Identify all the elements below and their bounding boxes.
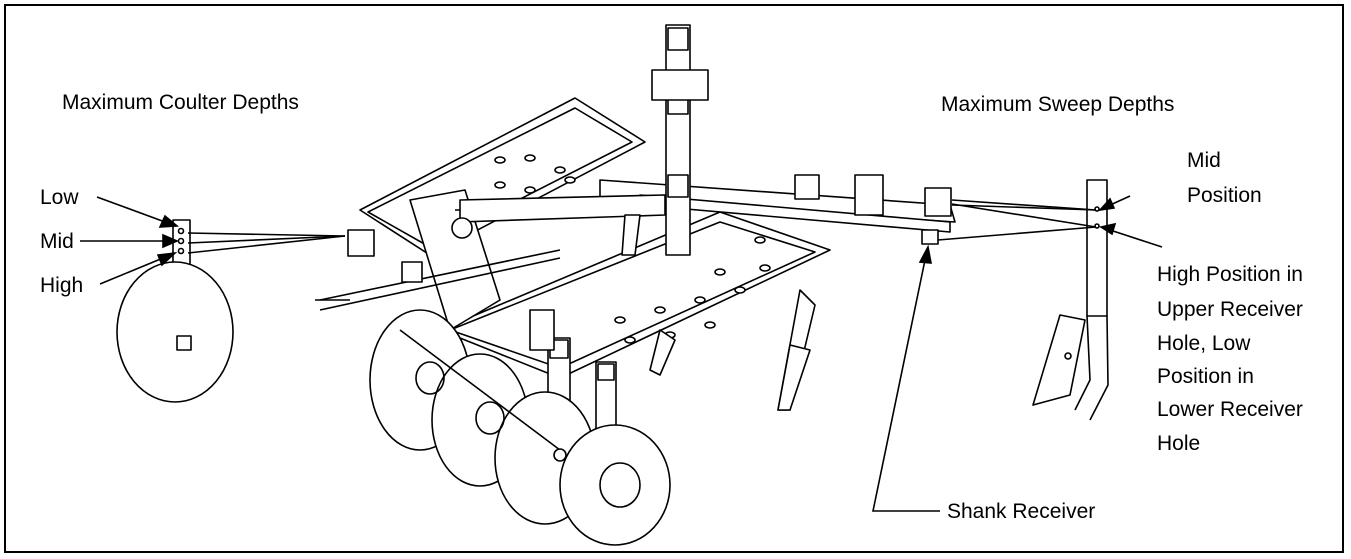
high-low-position-line1: High Position in [1157, 263, 1303, 286]
mid-position-arrowhead [1097, 197, 1116, 212]
low-arrowhead [158, 214, 180, 228]
mid-label: Mid [40, 230, 74, 253]
high-low-position-line3: Hole, Low [1157, 332, 1251, 355]
high-low-position-line5: Lower Receiver [1157, 398, 1303, 421]
sweep-depths-title: Maximum Sweep Depths [941, 93, 1175, 116]
high-leader [99, 257, 164, 285]
implement-frame-illustration [315, 24, 956, 479]
high-position-arrowhead [1098, 222, 1117, 236]
high-low-position-line2: Upper Receiver [1157, 298, 1303, 321]
high-label: High [40, 274, 84, 297]
high-low-position-line4: Position in [1157, 365, 1254, 388]
high-position-leader [1109, 229, 1163, 248]
shank-receiver-leader [872, 259, 940, 512]
low-label: Low [40, 186, 79, 209]
shank-receiver-label: Shank Receiver [947, 500, 1096, 523]
mid-arrowhead [162, 233, 180, 249]
disc-gang-illustration [369, 309, 671, 546]
sweep-shank-illustration [1032, 179, 1109, 421]
high-arrowhead [156, 251, 178, 267]
coulter-depths-title: Maximum Coulter Depths [62, 91, 299, 114]
high-low-position-line6: Hole [1157, 432, 1201, 455]
shank-receiver-arrowhead [918, 244, 932, 264]
mid-position-label-line1: Mid [1187, 149, 1221, 172]
mid-position-label-line2: Position [1187, 184, 1262, 207]
middle-sweeps-illustration [621, 214, 816, 411]
low-leader [96, 196, 166, 223]
coulter-shank-illustration [116, 219, 234, 403]
